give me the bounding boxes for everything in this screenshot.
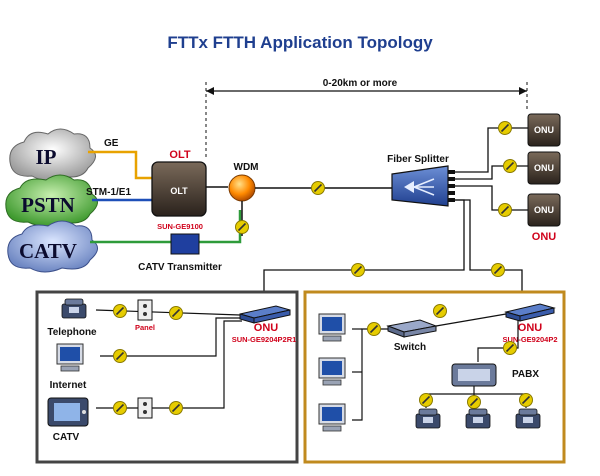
telephone-icon [465, 408, 491, 429]
wdm-label: WDM [234, 162, 259, 173]
telephone-icon [515, 408, 541, 429]
stm-link: STM-1/E1 [86, 187, 152, 202]
left-onu-label: ONU [254, 322, 279, 334]
olt-label: OLT [169, 149, 190, 161]
diagram-title: FTTx FTTH Application Topology [167, 33, 433, 52]
panel-label: Panel [135, 323, 155, 332]
tv-icon [47, 397, 89, 427]
connector [234, 219, 250, 235]
computer-icon [56, 343, 84, 372]
distance-dimension: 0-20km or more [205, 78, 528, 158]
catv-cloud: CATV [7, 220, 98, 273]
fiber-splitter: Fiber Splitter [387, 154, 455, 207]
right-office-panel: ONU SUN-GE9204P2 Switch PABX [303, 290, 566, 464]
pabx-device: PABX [451, 363, 539, 387]
pstn-cloud: PSTN [5, 174, 98, 227]
connector [310, 180, 326, 196]
wdm-device: WDM [228, 162, 259, 202]
catv-transmitter: CATV Transmitter [138, 233, 222, 273]
computer-icon [318, 403, 346, 432]
ip-cloud-label: IP [36, 145, 57, 169]
right-onu-label: ONU [518, 322, 543, 334]
switch-label: Switch [394, 342, 426, 353]
distance-label: 0-20km or more [323, 78, 398, 89]
ge-link: GE [88, 138, 152, 180]
olt-device: OLT OLT SUN-GE9100 [151, 149, 207, 231]
catv-cloud-label: CATV [19, 239, 77, 263]
onu-device-2: ONU [527, 151, 561, 185]
ge-label: GE [104, 138, 119, 149]
olt-device-text: OLT [170, 186, 188, 196]
telephone-icon [61, 298, 87, 319]
fiber-splitter-onus [455, 120, 528, 218]
left-catv-label: CATV [53, 432, 80, 443]
telephone-label: Telephone [47, 327, 97, 338]
computer-icon [318, 313, 346, 342]
left-home-panel: ONU SUN-GE9204P2R1 Panel Telephone Inter… [35, 290, 299, 464]
ip-cloud: IP [9, 128, 96, 181]
telephone-icon [415, 408, 441, 429]
svg-text:ONU: ONU [534, 205, 554, 215]
fiber-splitter-branches [263, 199, 523, 306]
internet-label: Internet [50, 380, 87, 391]
svg-text:ONU: ONU [534, 163, 554, 173]
left-onu-model: SUN-GE9204P2R1 [232, 335, 297, 344]
fiber-splitter-label: Fiber Splitter [387, 154, 449, 165]
computer-icon [318, 357, 346, 386]
svg-text:ONU: ONU [534, 125, 554, 135]
olt-model: SUN-GE9100 [157, 222, 203, 231]
pstn-cloud-label: PSTN [21, 193, 75, 217]
onu-device-3: ONU [527, 193, 561, 227]
pabx-label: PABX [512, 369, 539, 380]
onu-device-1: ONU [527, 113, 561, 147]
stm-label: STM-1/E1 [86, 187, 131, 198]
onu-right-label: ONU [532, 231, 557, 243]
right-onu-model: SUN-GE9204P2 [502, 335, 557, 344]
catv-transmitter-label: CATV Transmitter [138, 262, 222, 273]
